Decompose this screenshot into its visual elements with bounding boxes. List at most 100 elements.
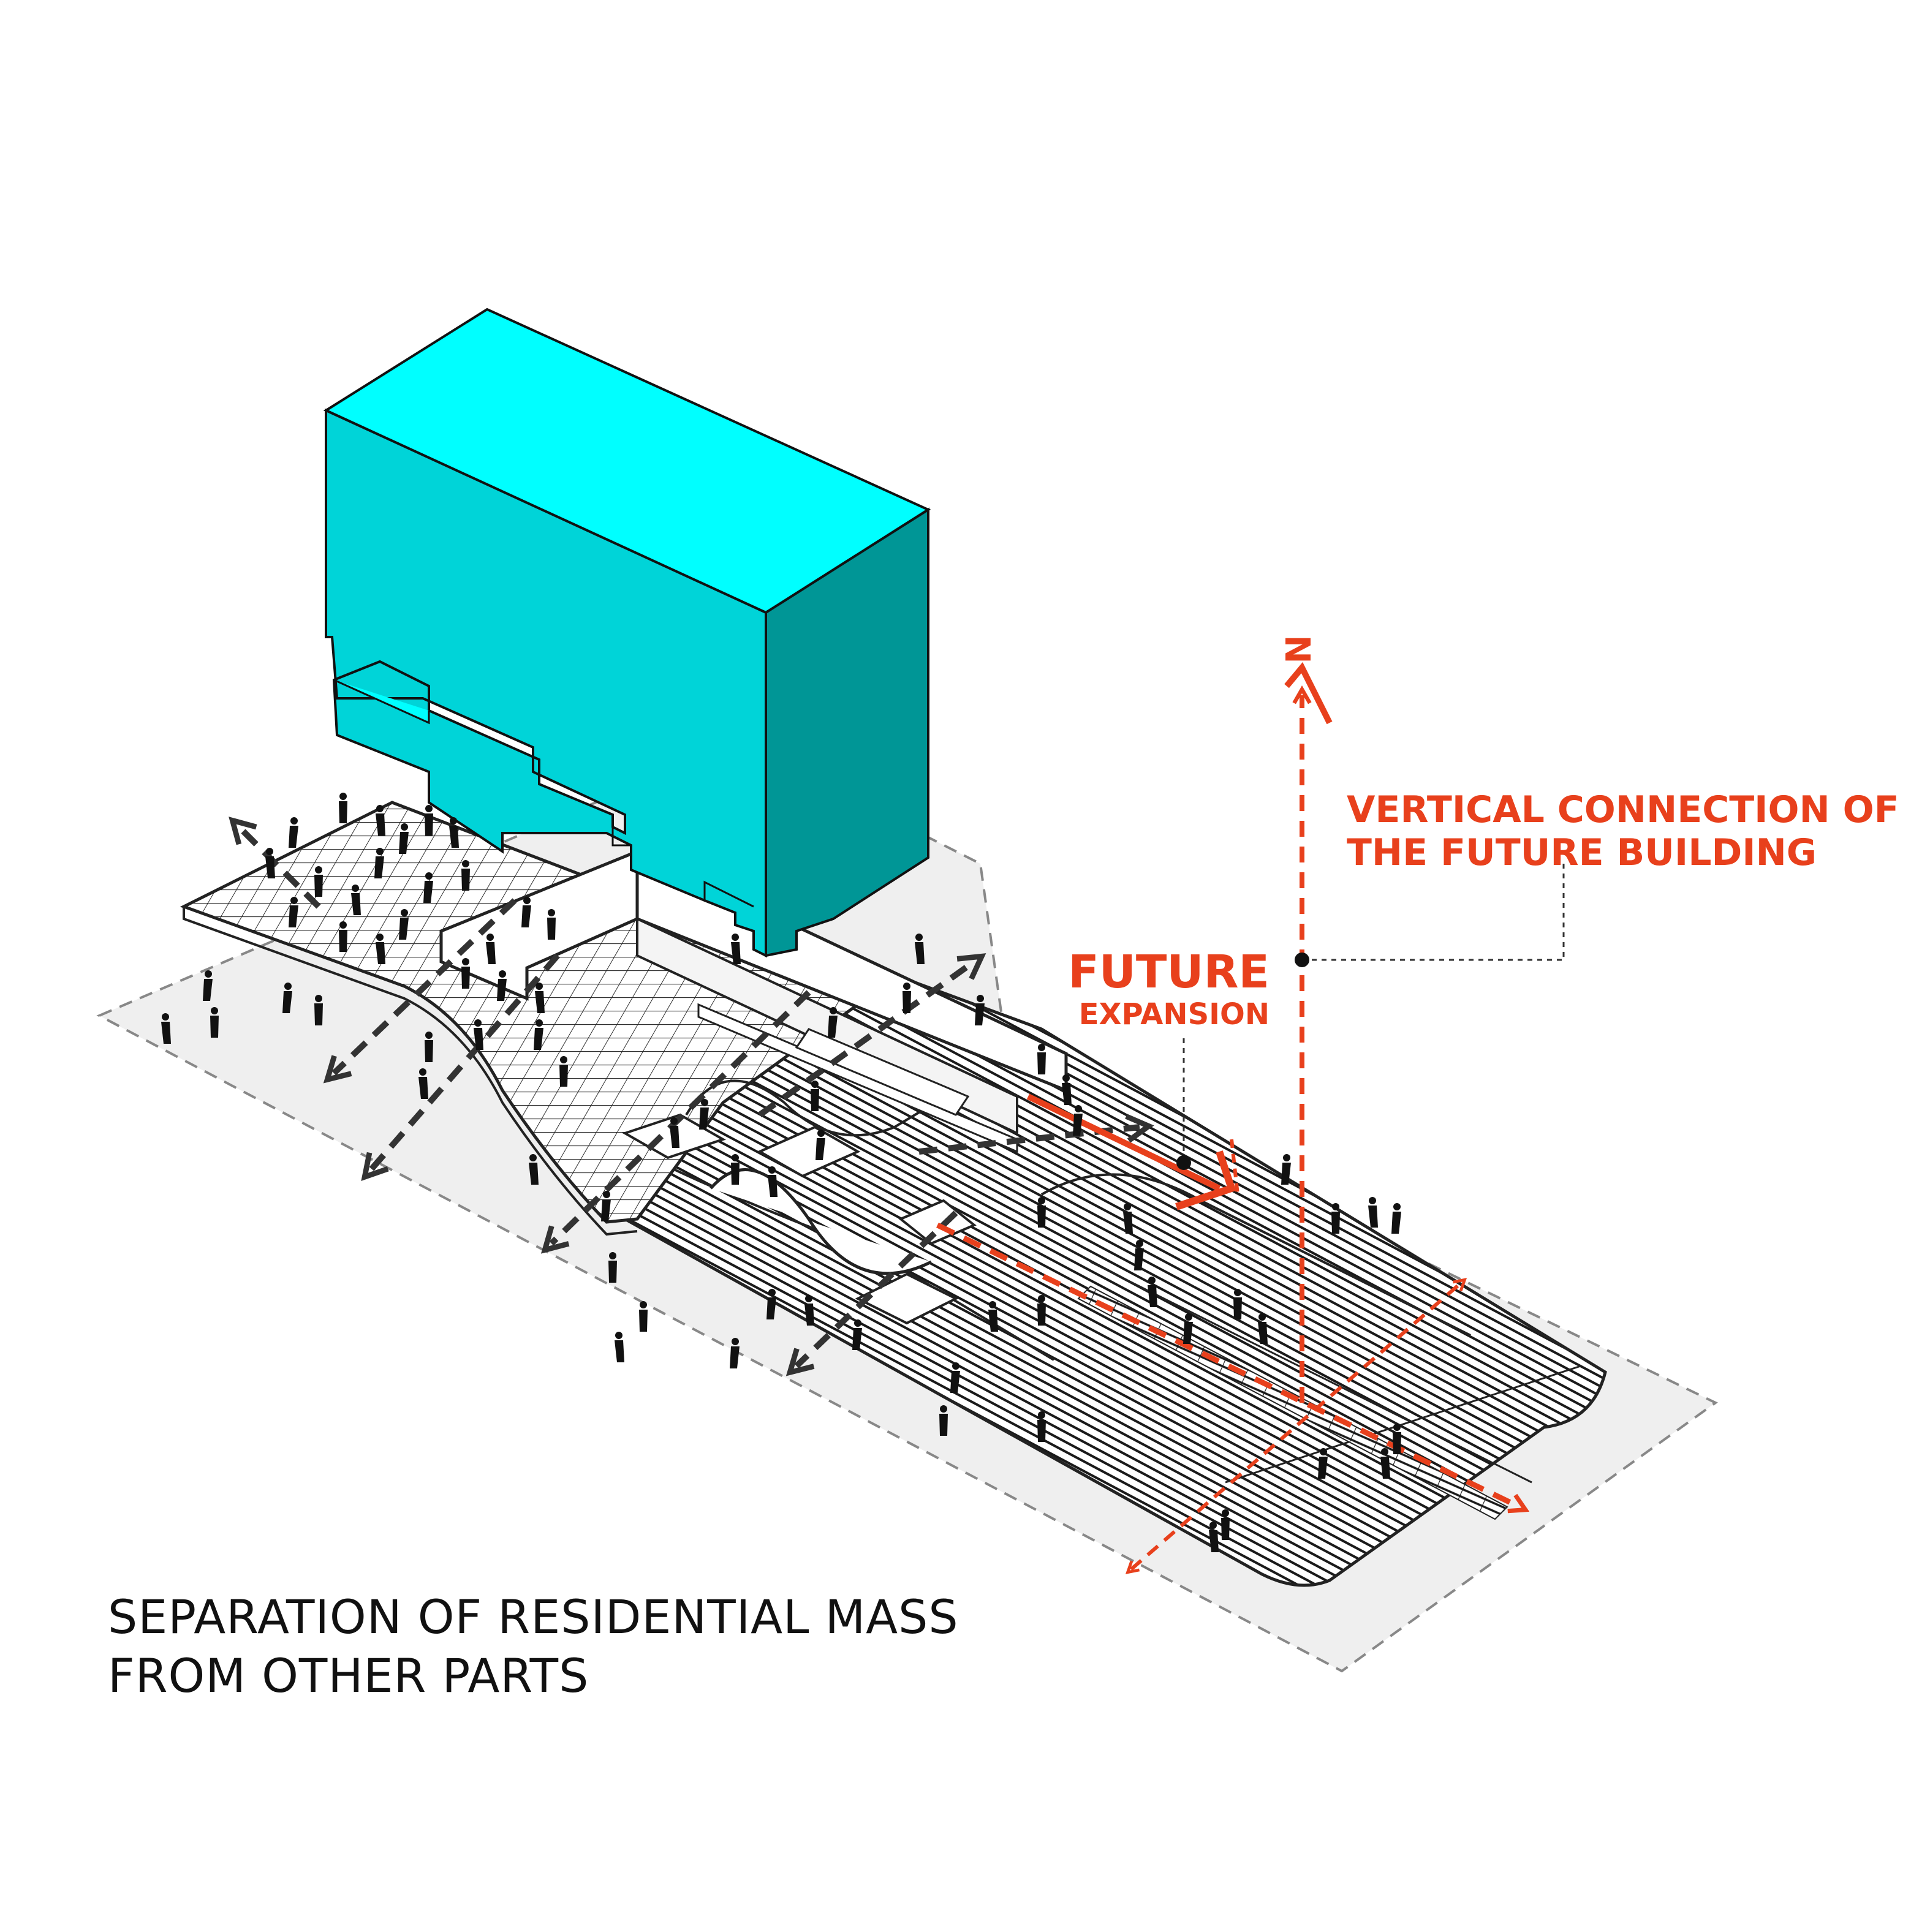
expansion-axes (936, 685, 1530, 1574)
person-figure (534, 1019, 543, 1050)
person-figure (939, 1405, 948, 1436)
person-body (828, 1016, 838, 1038)
person-figure (314, 866, 323, 897)
person-body (1073, 1114, 1083, 1136)
person-body (1148, 1285, 1157, 1307)
leader-dot-expansion (1176, 1155, 1191, 1170)
person-body (804, 1304, 814, 1326)
person-head (529, 1154, 537, 1161)
person-head (1283, 1154, 1290, 1161)
person-figure (699, 1099, 709, 1130)
future-expansion-arrow (1026, 1093, 1239, 1210)
person-figure (730, 1338, 740, 1368)
person-figure (289, 897, 298, 927)
person-head (732, 1154, 739, 1161)
person-head (535, 1019, 543, 1027)
person-body (314, 1003, 323, 1025)
person-body (529, 1163, 539, 1185)
person-body (1037, 1052, 1046, 1074)
person-figure (461, 860, 470, 891)
person-body (374, 856, 384, 878)
person-head (339, 793, 347, 800)
caption-line2: FROM OTHER PARTS (108, 1648, 589, 1703)
person-body (730, 1346, 740, 1368)
person-figure (731, 934, 741, 964)
person-figure (161, 1013, 171, 1044)
person-head (290, 897, 298, 904)
person-head (615, 1332, 623, 1339)
person-head (376, 934, 384, 941)
person-head (1393, 1424, 1401, 1431)
person-body (670, 1126, 679, 1148)
person-body (1391, 1212, 1401, 1234)
person-body (768, 1175, 778, 1197)
person-head (830, 1007, 837, 1014)
person-body (423, 881, 433, 903)
people-figures (161, 793, 1401, 1552)
person-figure (314, 995, 323, 1025)
person-head (768, 1166, 776, 1174)
person-body (521, 905, 531, 927)
circulation-arrows (229, 817, 1154, 1376)
person-body (1123, 1212, 1133, 1234)
person-body (449, 826, 459, 848)
person-figure (601, 1191, 611, 1221)
person-figure (1318, 1448, 1328, 1479)
person-head (401, 909, 408, 916)
person-body (265, 856, 275, 878)
person-figure (339, 921, 347, 952)
person-body (1209, 1530, 1219, 1552)
expansion-label: EXPANSION (1079, 997, 1270, 1032)
person-body (608, 1261, 617, 1283)
vertical-connection-label-line2: THE FUTURE BUILDING (1347, 831, 1817, 874)
person-figure (975, 995, 985, 1025)
person-body (1221, 1518, 1230, 1540)
person-figure (915, 934, 925, 964)
person-body (731, 1163, 740, 1185)
caption-line1: SEPARATION OF RESIDENTIAL MASS (108, 1590, 959, 1644)
person-body (203, 979, 213, 1001)
person-body (289, 826, 298, 848)
person-body (547, 918, 556, 940)
person-body (418, 1077, 428, 1099)
person-figure (1062, 1074, 1072, 1105)
person-body (474, 1028, 483, 1050)
person-figure (988, 1301, 998, 1332)
person-body (399, 832, 409, 854)
person-body (534, 1028, 543, 1050)
person-body (1037, 1206, 1046, 1228)
person-body (811, 1089, 819, 1111)
person-head (1038, 1295, 1045, 1302)
person-figure (1380, 1448, 1390, 1479)
person-head (1124, 1203, 1131, 1210)
person-body (601, 1199, 611, 1221)
person-body (497, 979, 507, 1001)
person-head (952, 1362, 959, 1370)
person-head (425, 872, 433, 880)
person-body (1037, 1420, 1046, 1442)
person-head (1332, 1203, 1339, 1210)
person-body (950, 1371, 960, 1393)
person-head (1136, 1240, 1143, 1247)
person-head (376, 848, 384, 855)
person-figure (1073, 1105, 1083, 1136)
person-figure (449, 817, 459, 848)
person-figure (1037, 1295, 1046, 1326)
person-body (535, 991, 545, 1013)
person-head (903, 983, 910, 990)
person-figure (731, 1154, 740, 1185)
person-head (401, 823, 408, 831)
person-head (1258, 1313, 1266, 1321)
person-body (1183, 1322, 1193, 1344)
person-figure (852, 1319, 862, 1350)
person-head (315, 995, 322, 1002)
person-figure (418, 1068, 428, 1099)
person-head (1381, 1448, 1388, 1455)
person-figure (639, 1301, 648, 1332)
person-body (289, 905, 298, 927)
person-figure (608, 1252, 617, 1283)
person-figure (1233, 1289, 1242, 1319)
person-body (461, 967, 470, 989)
person-head (640, 1301, 647, 1308)
